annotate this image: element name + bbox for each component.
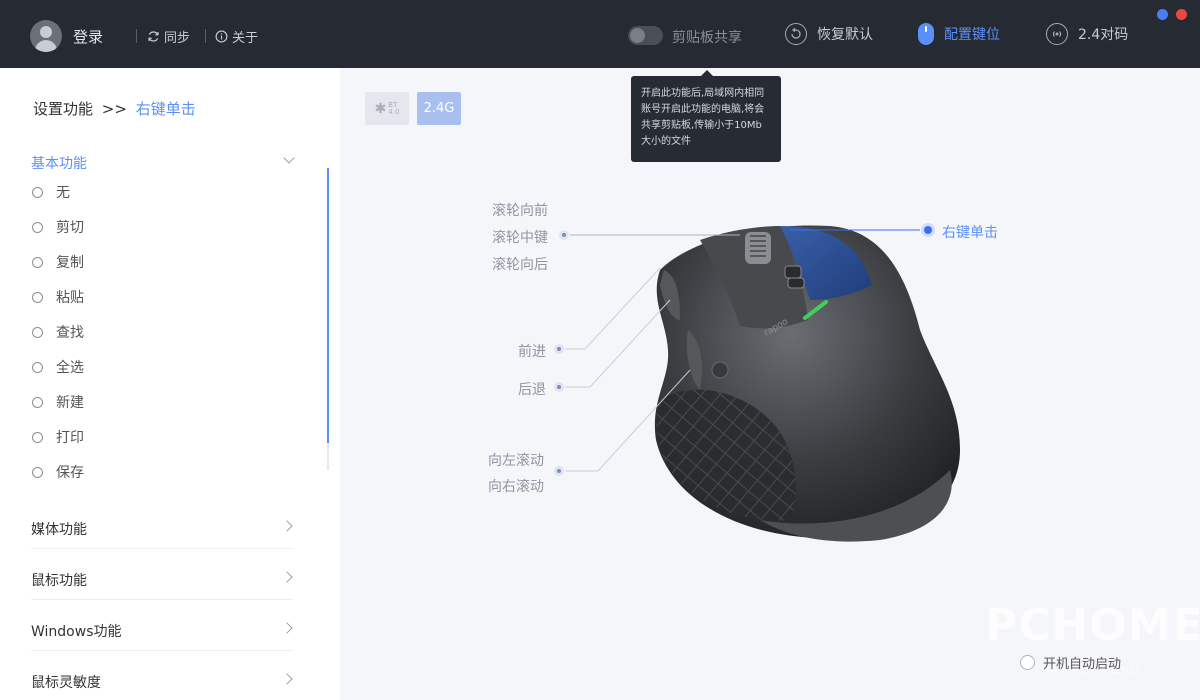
sidebar: 设置功能 >> 右键单击 基本功能 无 剪切 复制 粘贴 查找 全选 新建 打印…: [0, 68, 340, 700]
hotspot-scroll[interactable]: [554, 466, 564, 476]
autostart-label: 开机自动启动: [1043, 657, 1122, 672]
sync-icon: [148, 31, 159, 42]
bt-version-top: BT: [388, 100, 398, 109]
option-label: 无: [56, 185, 70, 201]
radio-icon: [32, 186, 43, 198]
configure-keys-label: 配置键位: [944, 27, 1000, 43]
divider: [31, 650, 293, 651]
hotspot-right-click[interactable]: [921, 223, 935, 237]
breadcrumb-current: 右键单击: [135, 100, 196, 118]
sync-button[interactable]: 同步: [147, 27, 190, 46]
radio-icon: [32, 431, 43, 443]
option-select-all[interactable]: 全选: [32, 357, 84, 377]
option-label: 保存: [56, 465, 84, 481]
watermark-url: WWW.PCHOME.NET: [1040, 666, 1143, 676]
option-cut[interactable]: 剪切: [32, 217, 84, 237]
separator: [136, 29, 137, 43]
label-scroll-right[interactable]: 向右滚动: [488, 479, 544, 495]
breadcrumb: 设置功能 >> 右键单击: [33, 98, 196, 119]
option-print[interactable]: 打印: [32, 427, 84, 447]
option-label: 全选: [56, 360, 84, 376]
hotspot-wheel-middle[interactable]: [559, 230, 569, 240]
clipboard-share-label: 剪贴板共享: [672, 30, 742, 46]
section-media-label: 媒体功能: [31, 522, 87, 538]
hotspot-forward[interactable]: [554, 344, 564, 354]
divider: [31, 599, 293, 600]
divider: [31, 548, 293, 549]
option-label: 粘贴: [56, 290, 84, 306]
label-scroll-left[interactable]: 向左滚动: [488, 453, 544, 469]
option-label: 查找: [56, 325, 84, 341]
section-mouse[interactable]: 鼠标功能: [31, 570, 293, 590]
label-wheel-back[interactable]: 滚轮向后: [492, 257, 548, 273]
autostart-checkbox[interactable]: [1020, 655, 1035, 670]
avatar[interactable]: [30, 20, 62, 52]
radio-icon: [32, 361, 43, 373]
restore-default-label: 恢复默认: [817, 27, 873, 43]
breadcrumb-prefix: 设置功能: [33, 100, 94, 118]
radio-icon: [32, 396, 43, 408]
radio-icon: [32, 256, 43, 268]
window-minimize-dot[interactable]: [1157, 9, 1168, 20]
option-find[interactable]: 查找: [32, 322, 84, 342]
option-label: 新建: [56, 395, 84, 411]
window-close-dot[interactable]: [1176, 9, 1187, 20]
mode-24g-button[interactable]: 2.4G: [417, 92, 461, 125]
section-basic-label: 基本功能: [31, 156, 87, 172]
section-windows-label: Windows功能: [31, 624, 122, 640]
section-sensitivity[interactable]: 鼠标灵敏度: [31, 672, 293, 692]
section-basic[interactable]: 基本功能: [31, 152, 295, 173]
watermark-logo: PCHOME: [985, 600, 1200, 651]
label-right-click[interactable]: 右键单击: [942, 225, 998, 241]
separator: [205, 29, 206, 43]
section-windows[interactable]: Windows功能: [31, 621, 293, 641]
option-none[interactable]: 无: [32, 182, 70, 202]
hotspot-back[interactable]: [554, 382, 564, 392]
scrollbar-thumb[interactable]: [327, 168, 329, 443]
option-label: 复制: [56, 255, 84, 271]
bluetooth-icon: ✱: [374, 100, 387, 117]
option-label: 剪切: [56, 220, 84, 236]
section-media[interactable]: 媒体功能: [31, 519, 293, 539]
pairing-button[interactable]: 2.4对码: [1046, 23, 1128, 45]
pairing-label: 2.4对码: [1078, 27, 1129, 43]
section-mouse-label: 鼠标功能: [31, 573, 87, 589]
option-label: 打印: [56, 430, 84, 446]
info-icon: [215, 30, 228, 43]
option-new[interactable]: 新建: [32, 392, 84, 412]
radio-icon: [32, 291, 43, 303]
section-sensitivity-label: 鼠标灵敏度: [31, 675, 101, 691]
configure-keys-tab[interactable]: 配置键位: [918, 23, 1000, 45]
about-label: 关于: [232, 31, 259, 46]
top-bar: 登录 同步 关于 剪贴板共享 恢复默认 配置键位 2.4对码: [0, 0, 1200, 68]
about-button[interactable]: 关于: [215, 27, 258, 46]
radio-icon: [32, 221, 43, 233]
autostart-option[interactable]: 开机自动启动: [1020, 653, 1121, 672]
label-forward[interactable]: 前进: [518, 344, 546, 360]
option-copy[interactable]: 复制: [32, 252, 84, 272]
login-link[interactable]: 登录: [73, 28, 104, 46]
label-back[interactable]: 后退: [518, 382, 546, 398]
clipboard-share-toggle[interactable]: [628, 26, 663, 45]
radio-icon: [32, 326, 43, 338]
option-paste[interactable]: 粘贴: [32, 287, 84, 307]
restore-default-button[interactable]: 恢复默认: [785, 23, 873, 45]
label-wheel-forward[interactable]: 滚轮向前: [492, 203, 548, 219]
mouse-icon: [918, 23, 934, 45]
restore-icon: [785, 23, 807, 45]
option-save[interactable]: 保存: [32, 462, 84, 482]
bt-version-bottom: 4.0: [388, 107, 400, 116]
label-wheel-middle[interactable]: 滚轮中键: [492, 230, 548, 246]
breadcrumb-arrow: >>: [101, 100, 127, 118]
clipboard-share-tooltip: 开启此功能后,局域网内相同账号开启此功能的电脑,将会共享剪贴板,传输小于10Mb…: [631, 70, 781, 162]
wireless-icon: [1046, 23, 1068, 45]
radio-icon: [32, 466, 43, 478]
sync-label: 同步: [164, 31, 191, 46]
